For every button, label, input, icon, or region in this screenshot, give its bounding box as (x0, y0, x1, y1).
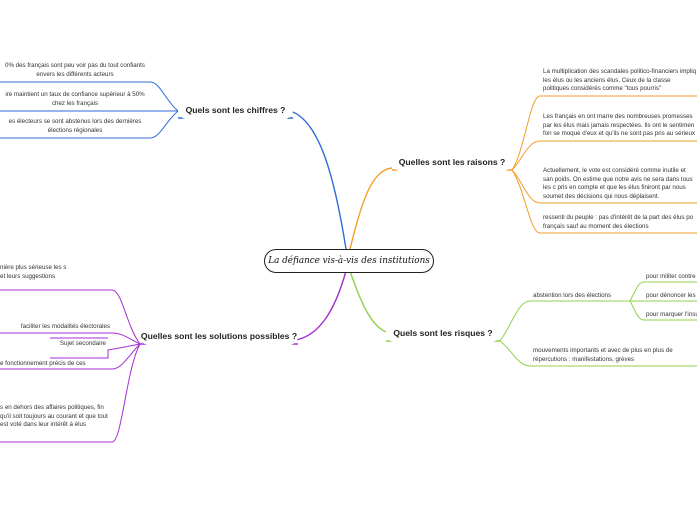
connector-risques (349, 270, 387, 333)
solutions-item-2[interactable]: faciliter les modalités électorales (20, 323, 110, 330)
connector-risques-item-1 (499, 300, 630, 342)
solutions-item-4[interactable]: e fonctionnement précis de ces (0, 360, 86, 367)
branch-solutions[interactable]: Quelles sont les solutions possibles ? (140, 327, 298, 345)
raisons-item-2[interactable]: Les français en ont marre des nombreuses… (543, 113, 695, 138)
connector-solutions-item-5 (0, 343, 141, 443)
risques-sub-item-3[interactable]: pour marquer l'insu (646, 311, 697, 318)
connector-risques-sub-1 (629, 281, 697, 302)
solutions-item-3[interactable]: Sujet secondaire (59, 340, 106, 347)
risques-item-2[interactable]: mouvements importants et avec de plus en… (533, 347, 673, 363)
raisons-item-1[interactable]: La multiplication des scandales politico… (543, 68, 697, 93)
connector-raisons (349, 167, 393, 250)
raisons-item-3[interactable]: Actuellement, le vote est considéré comm… (543, 167, 693, 200)
connector-raisons-item-2 (511, 140, 697, 171)
branch-chiffres[interactable]: Quels sont les chiffres ? (178, 101, 293, 119)
connector-chiffres (289, 110, 347, 250)
central-topic[interactable]: La défiance vis-à-vis des institutions (264, 249, 434, 273)
branch-risques[interactable]: Quels sont les risques ? (386, 324, 500, 342)
chiffres-item-2[interactable]: ire maintient un taux de confiance supér… (5, 91, 145, 107)
solutions-item-1[interactable]: nière plus sérieuse les s et leurs sugge… (0, 264, 67, 280)
chiffres-item-3[interactable]: es électeurs se sont abstenus lors des d… (8, 118, 142, 134)
connector-risques-item-2 (499, 340, 697, 367)
solutions-item-5[interactable]: s en dehors des affaires politiques, fin… (0, 404, 108, 429)
connector-raisons-item-3 (511, 169, 697, 204)
risques-sub-item-1[interactable]: pour militer contre (646, 273, 696, 280)
connector-chiffres-item-3 (0, 110, 179, 139)
connector-raisons-item-1 (511, 95, 697, 171)
risques-sub-item-2[interactable]: pour dénoncer les (646, 292, 696, 299)
connector-solutions-item-3 (50, 343, 141, 359)
connector-risques-sub-3 (629, 300, 697, 321)
chiffres-item-1[interactable]: 0% des français sont peu voir pas du tou… (5, 62, 145, 78)
risques-item-1[interactable]: abstention lors des élections (533, 292, 612, 299)
connector-chiffres-item-1 (0, 81, 179, 112)
connector-raisons-item-4 (511, 169, 697, 234)
connector-solutions (295, 270, 347, 341)
connector-solutions-item-2 (0, 332, 141, 345)
connector-solutions-item-4 (0, 343, 141, 370)
connector-solutions-item-1 (0, 289, 141, 345)
raisons-item-4[interactable]: ressenti du peuple : pas d'intérêt de la… (543, 214, 694, 230)
branch-raisons[interactable]: Quelles sont les raisons ? (392, 153, 512, 171)
